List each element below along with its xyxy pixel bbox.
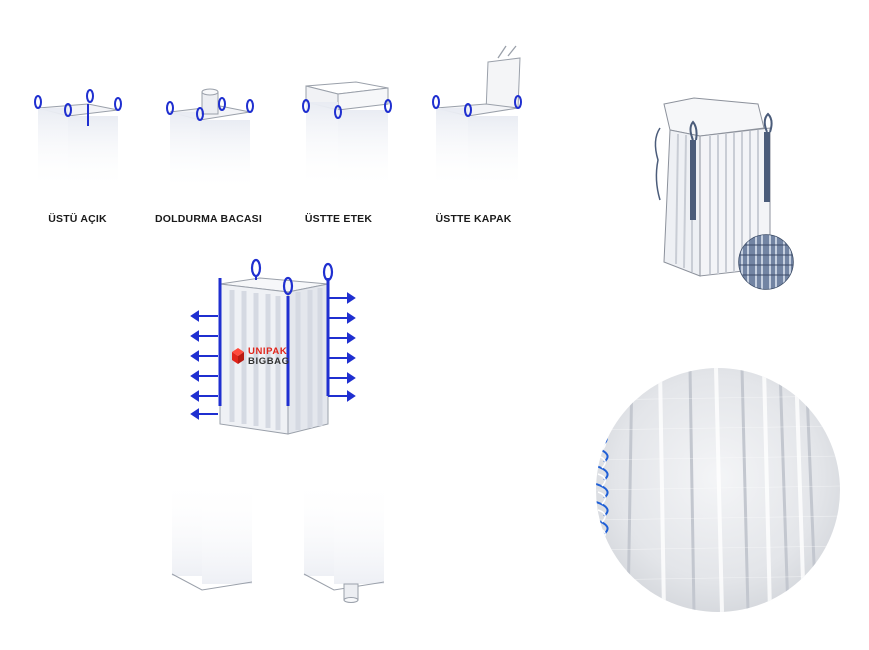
bag-type-filling-spout [160, 86, 260, 206]
bag-type-top-skirt [296, 80, 396, 200]
branded-bigbag-illustration [190, 258, 356, 435]
label-top-flap: ÜSTTE KAPAK [435, 213, 512, 225]
top-skirt-bag-illustration [302, 81, 392, 190]
flat-bottom-bag-illustration [170, 478, 254, 591]
top-flap-bag-illustration [432, 45, 522, 190]
bag-fabric-detail-illustration [654, 97, 794, 290]
bag-type-top-flap [428, 45, 538, 196]
branded-bag-diagram: UNIPAK BIGBAG [188, 256, 358, 441]
bag-with-fabric-inset [640, 96, 810, 296]
bag-type-open-top [28, 86, 128, 206]
bag-bottom-discharge-spout [300, 478, 390, 608]
fabric-closeup-photo [596, 368, 840, 612]
brand-line2: BIGBAG [248, 356, 290, 367]
fabric-closeup [590, 364, 850, 619]
bag-bottom-flat [168, 478, 258, 598]
open-top-bag-illustration [34, 89, 122, 190]
label-top-skirt: ÜSTTE ETEK [304, 213, 373, 225]
filling-spout-bag-illustration [166, 88, 254, 192]
brand-cube-icon [232, 348, 244, 364]
brand-line1: UNIPAK [248, 346, 288, 357]
discharge-spout-bag-illustration [302, 478, 386, 603]
label-open-top: ÜSTÜ AÇIK [48, 213, 107, 225]
label-filling-spout: DOLDURMA BACASI [154, 213, 263, 225]
